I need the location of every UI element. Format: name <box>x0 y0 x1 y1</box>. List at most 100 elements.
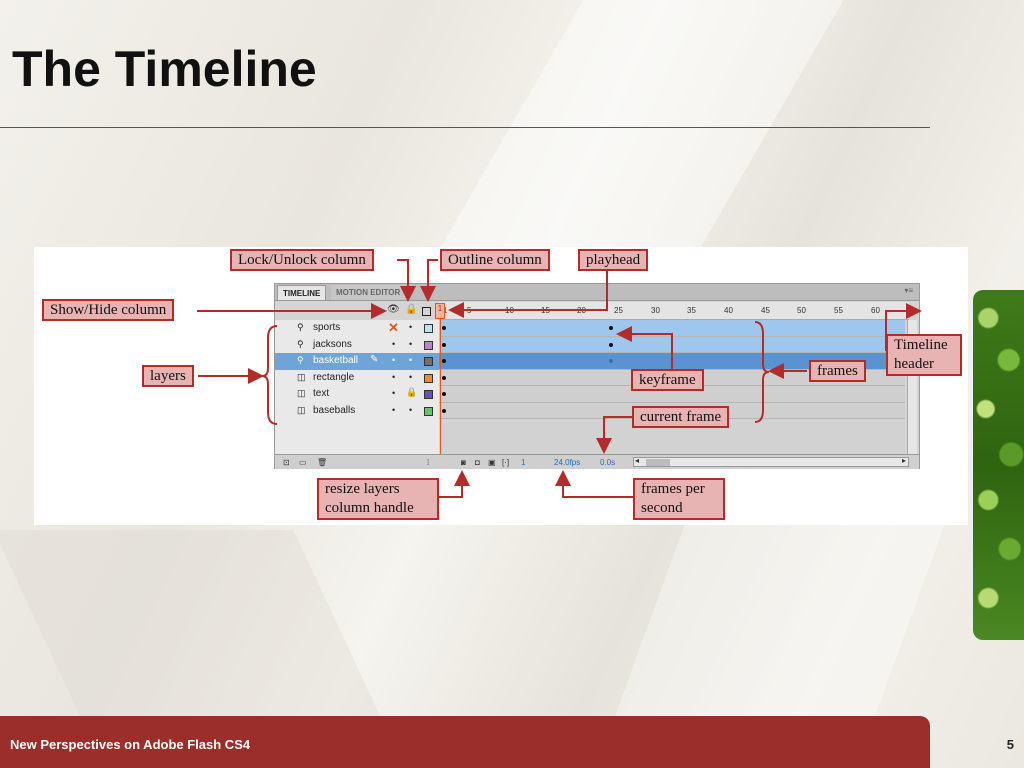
visibility-dot[interactable]: • <box>392 355 396 365</box>
lock-icon[interactable]: 🔒 <box>406 387 418 397</box>
callout-layers: layers <box>142 365 194 387</box>
layer-row-sports[interactable]: ⚲ sports ✕ • <box>275 320 439 337</box>
tab-timeline[interactable]: TIMELINE <box>277 285 327 300</box>
ruler-tick: 55 <box>834 306 843 315</box>
horizontal-scrollbar[interactable]: ◂ ▸ <box>633 456 909 467</box>
title-divider <box>0 127 930 128</box>
timeline-header[interactable]: 1 5 10 15 20 25 30 35 40 45 50 55 60 <box>439 302 909 320</box>
ruler-tick: 30 <box>651 306 660 315</box>
layer-name: baseballs <box>313 404 356 416</box>
layer-row-baseballs[interactable]: ◫ baseballs • • <box>275 403 439 420</box>
outline-swatch[interactable] <box>424 406 433 416</box>
keyframe-dot[interactable] <box>609 326 613 330</box>
callout-lock-unlock: Lock/Unlock column <box>230 249 374 271</box>
layer-row-text[interactable]: ◫ text • 🔒 <box>275 386 439 403</box>
timeline-status-bar: ⊡ ▭ 🗑 ⁞ ◙ ◘ ▣ [·] 1 24.0fps 0.0s ◂ ▸ <box>275 454 919 469</box>
callout-resize-handle: resize layers column handle <box>317 478 439 520</box>
outline-swatch[interactable] <box>424 373 433 383</box>
hidden-x-icon[interactable]: ✕ <box>388 320 399 335</box>
frame-row[interactable] <box>439 336 905 353</box>
callout-frames-per-second: frames per second <box>633 478 725 520</box>
layer-icon: ◫ <box>297 404 306 415</box>
resize-handle[interactable]: ⁞ <box>427 458 430 467</box>
ruler-tick: 25 <box>614 306 623 315</box>
onion-skin-icon[interactable]: ◙ <box>461 458 466 467</box>
outline-swatch[interactable] <box>424 390 433 399</box>
outline-icon[interactable] <box>422 307 431 316</box>
ruler-tick: 45 <box>761 306 770 315</box>
eye-icon[interactable]: 👁 <box>387 304 400 315</box>
frame-row[interactable] <box>439 320 905 337</box>
ruler-tick: 10 <box>505 306 514 315</box>
lock-dot[interactable]: • <box>409 371 413 382</box>
layer-icon: ◫ <box>297 388 306 398</box>
vertical-scrollbar[interactable] <box>907 320 917 454</box>
layer-guide-icon: ⚲ <box>297 322 304 332</box>
keyframe-dot[interactable] <box>609 342 613 347</box>
slide-title: The Timeline <box>12 41 317 97</box>
keyframe-dot[interactable] <box>442 359 446 363</box>
ruler-tick: 15 <box>541 306 550 315</box>
visibility-dot[interactable]: • <box>392 371 396 382</box>
keyframe-dot[interactable] <box>442 326 446 330</box>
layer-name: rectangle <box>313 371 355 383</box>
delete-icon[interactable]: 🗑 <box>317 458 328 467</box>
fps-readout: 24.0fps <box>554 458 580 467</box>
ruler-tick: 60 <box>871 306 880 315</box>
scroll-right-icon[interactable]: ▸ <box>901 456 906 465</box>
layers-column: ⚲ sports ✕ • ⚲ jacksons • • ⚲ basketball… <box>275 320 439 454</box>
markers-icon[interactable]: [·] <box>502 458 510 467</box>
layer-row-rectangle[interactable]: ◫ rectangle • • <box>275 370 439 387</box>
keyframe-dot[interactable] <box>442 392 446 396</box>
panel-menu-icon[interactable]: ▾≡ <box>904 286 913 295</box>
time-readout: 0.0s <box>600 458 616 467</box>
outline-swatch[interactable] <box>424 357 433 366</box>
frame-row[interactable] <box>439 386 905 403</box>
background-shape <box>433 0 867 260</box>
onion-outline-icon[interactable]: ◘ <box>475 458 480 467</box>
keyframe-dot[interactable] <box>442 342 446 347</box>
keyframe-dot[interactable] <box>442 408 446 413</box>
scroll-left-icon[interactable]: ◂ <box>635 456 640 465</box>
callout-keyframe: keyframe <box>631 369 704 391</box>
visibility-dot[interactable]: • <box>392 404 396 415</box>
scroll-thumb[interactable] <box>646 459 670 466</box>
current-frame-readout: 1 <box>521 458 526 467</box>
footer-text: New Perspectives on Adobe Flash CS4 <box>10 737 251 752</box>
tab-motion-editor[interactable]: MOTION EDITOR <box>331 285 406 300</box>
lock-dot[interactable]: • <box>409 338 413 349</box>
layer-row-jacksons[interactable]: ⚲ jacksons • • <box>275 337 439 354</box>
layer-name: sports <box>313 322 341 333</box>
ruler-tick: 20 <box>577 306 586 315</box>
callout-show-hide: Show/Hide column <box>42 299 175 321</box>
ruler-tick: 35 <box>687 306 696 315</box>
outline-swatch[interactable] <box>424 340 433 350</box>
fps-unit: fps <box>569 458 581 467</box>
edit-frames-icon[interactable]: ▣ <box>488 458 496 467</box>
playhead[interactable]: 1 <box>435 303 445 319</box>
lock-icon[interactable]: 🔒 <box>405 304 418 315</box>
ruler-tick: 1 <box>443 306 448 315</box>
layer-name: jacksons <box>313 338 352 350</box>
callout-current-frame: current frame <box>632 406 730 428</box>
callout-outline: Outline column <box>440 249 550 271</box>
lock-dot[interactable]: • <box>409 322 413 332</box>
layer-icon: ◫ <box>297 371 306 382</box>
background-shape <box>613 520 947 720</box>
keyframe-dot[interactable] <box>442 375 446 380</box>
lock-dot[interactable]: • <box>409 404 413 415</box>
playhead-line[interactable] <box>440 318 441 468</box>
layer-guide-icon: ⚲ <box>297 355 304 365</box>
layer-name: basketball <box>313 355 359 366</box>
lock-dot[interactable]: • <box>409 355 413 365</box>
visibility-dot[interactable]: • <box>392 338 396 349</box>
new-layer-icon[interactable]: ⊡ <box>283 458 290 467</box>
callout-timeline-header: Timeline header <box>886 334 962 376</box>
new-folder-icon[interactable]: ▭ <box>299 458 307 467</box>
pencil-icon: ✎ <box>370 354 379 365</box>
keyframe-dot[interactable] <box>609 359 613 363</box>
visibility-dot[interactable]: • <box>392 388 396 398</box>
outline-swatch[interactable] <box>424 324 433 333</box>
page-number: 5 <box>1006 737 1014 752</box>
layer-row-basketball[interactable]: ⚲ basketball ✎ • • <box>275 353 439 370</box>
